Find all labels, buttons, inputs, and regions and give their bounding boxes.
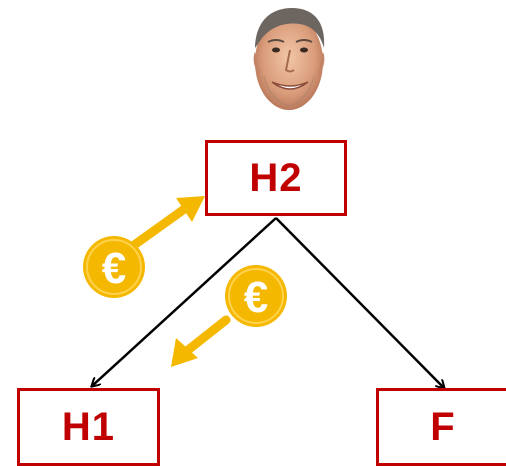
node-label: F — [430, 404, 456, 449]
flow-arrow-icon — [171, 315, 231, 367]
node-label: H1 — [61, 404, 116, 449]
coin-symbol: € — [102, 244, 126, 293]
euro-coin-icon: € — [83, 236, 145, 298]
node-h2: H2 — [205, 140, 347, 216]
node-label: H2 — [249, 155, 303, 200]
node-h1: H1 — [17, 388, 160, 466]
euro-coin-icon: € — [225, 265, 287, 327]
flow-arrow-icon — [125, 196, 205, 253]
tree-edge-right — [275, 217, 444, 388]
coin-symbol: € — [244, 273, 268, 322]
node-f: F — [376, 388, 506, 466]
man-portrait-icon — [253, 8, 325, 110]
tree-edge-left — [92, 217, 277, 386]
